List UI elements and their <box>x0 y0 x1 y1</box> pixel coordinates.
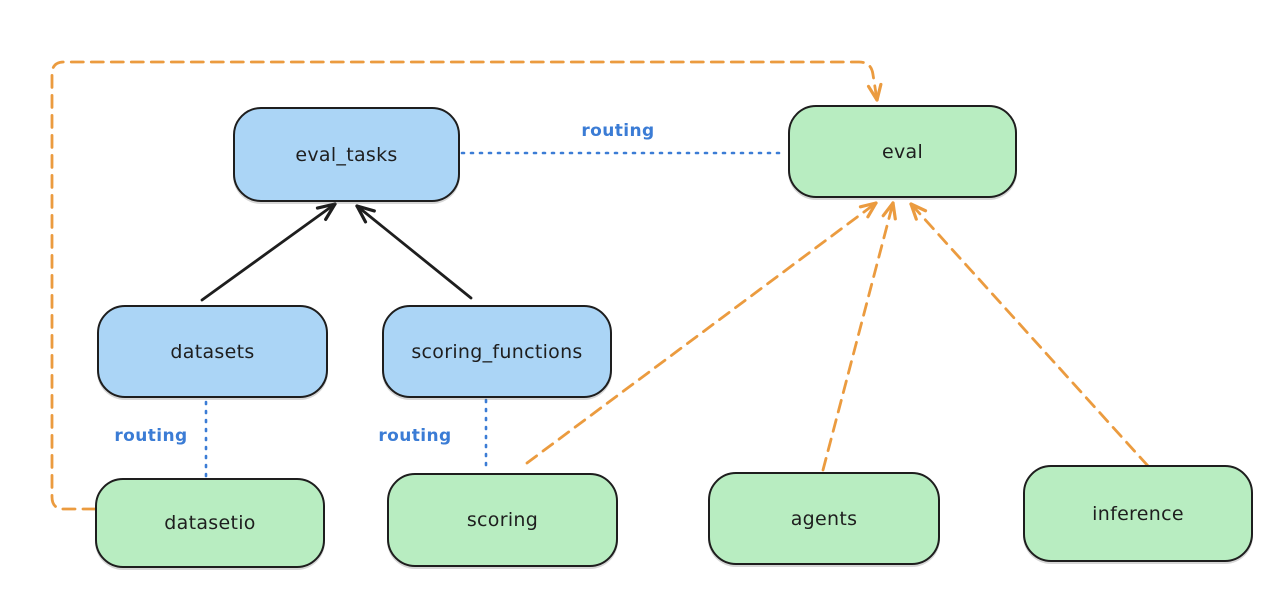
node-label: eval_tasks <box>295 143 398 166</box>
arrowhead-icon <box>355 204 368 224</box>
arrowhead-icon <box>881 201 895 218</box>
edge-agents-to-eval <box>821 201 895 472</box>
arrowhead-icon <box>866 84 879 102</box>
node-scoring-functions: scoring_functions <box>382 305 612 398</box>
node-label: eval <box>881 140 924 163</box>
node-eval: eval <box>788 105 1017 198</box>
node-label: agents <box>790 507 858 530</box>
arrowhead-icon <box>315 202 337 210</box>
node-inference: inference <box>1023 465 1253 562</box>
edge-inference-to-eval <box>909 202 1150 468</box>
arrowhead-icon <box>909 202 918 221</box>
node-agents: agents <box>708 472 940 565</box>
node-label: inference <box>1092 502 1184 525</box>
edge-label-routing-left: routing <box>112 426 190 446</box>
edge-label-routing-top: routing <box>579 121 657 141</box>
node-label: scoring <box>466 509 539 531</box>
edge-scoring-to-eval <box>525 201 878 465</box>
edge-scoring_functions-to-eval_tasks <box>355 204 473 300</box>
arrowhead-icon <box>866 201 878 219</box>
node-label: datasets <box>170 340 255 363</box>
arrowhead-icon <box>875 82 883 102</box>
arrowhead-icon <box>891 201 897 221</box>
edge-label-routing-middle: routing <box>376 426 454 446</box>
node-datasetio: datasetio <box>95 478 325 568</box>
node-scoring: scoring <box>387 473 618 567</box>
node-datasets: datasets <box>97 305 328 398</box>
arrowhead-icon <box>324 202 337 221</box>
node-label: scoring_functions <box>411 340 583 363</box>
node-label: datasetio <box>164 512 256 534</box>
node-eval-tasks: eval_tasks <box>233 107 460 202</box>
edge-datasetio-to-eval-loop <box>50 60 879 511</box>
arrowhead-icon <box>909 202 928 213</box>
arrowhead-icon <box>858 201 878 209</box>
arrowhead-icon <box>355 204 376 213</box>
edge-datasets-to-eval_tasks <box>200 202 337 302</box>
